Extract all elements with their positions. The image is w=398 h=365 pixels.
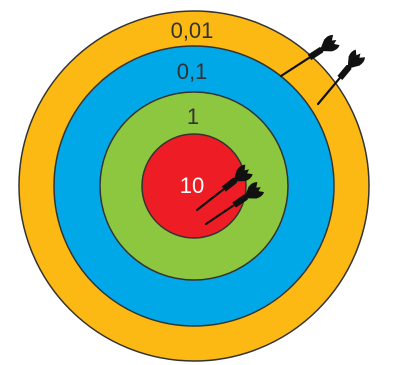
label-ring-0-1: 0,1: [177, 59, 208, 84]
label-ring-10: 10: [180, 173, 204, 198]
label-ring-1: 1: [187, 104, 199, 129]
label-ring-0-01: 0,01: [171, 18, 214, 43]
ring-bullseye-red: [141, 133, 247, 239]
